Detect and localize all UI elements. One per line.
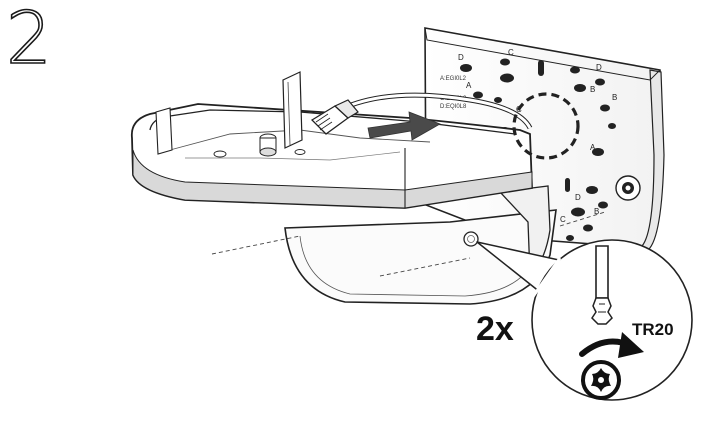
- rotation-arrow-icon: [579, 332, 644, 358]
- detail-callout: [476, 239, 693, 401]
- hole-letter: C: [560, 215, 566, 224]
- step-number: 2: [5, 0, 52, 80]
- hole-letter: A: [466, 81, 472, 90]
- hole-letter: A: [590, 143, 596, 152]
- quantity-label: 2x: [476, 310, 514, 348]
- plate-knob: [615, 175, 641, 201]
- hole-letter: C: [508, 48, 514, 57]
- highlight-circle: [512, 92, 580, 160]
- plate-code: D:EQI0L8: [440, 104, 467, 110]
- hole-letter: D: [458, 53, 464, 62]
- screw-hole-icon: [463, 231, 479, 247]
- torx-screwdriver-icon: [591, 245, 613, 325]
- hole-letter: D: [596, 63, 602, 72]
- hole-letter: B: [590, 85, 595, 94]
- insert-arrow-icon: [367, 111, 441, 141]
- cable-plug-icon: [310, 99, 359, 135]
- alignment-lines: [211, 211, 606, 277]
- housing-dome: [284, 185, 557, 305]
- plate-code: A:EGI0L2: [440, 76, 467, 82]
- torx-head-icon: [581, 360, 621, 400]
- cable: [333, 92, 533, 130]
- hole-letter: D: [575, 193, 581, 202]
- housing-tray: [130, 71, 533, 209]
- hole-letter: B: [612, 93, 617, 102]
- bit-type-label: TR20: [632, 320, 674, 339]
- tray-bosses: [213, 133, 306, 158]
- hole-letter: B: [594, 207, 599, 216]
